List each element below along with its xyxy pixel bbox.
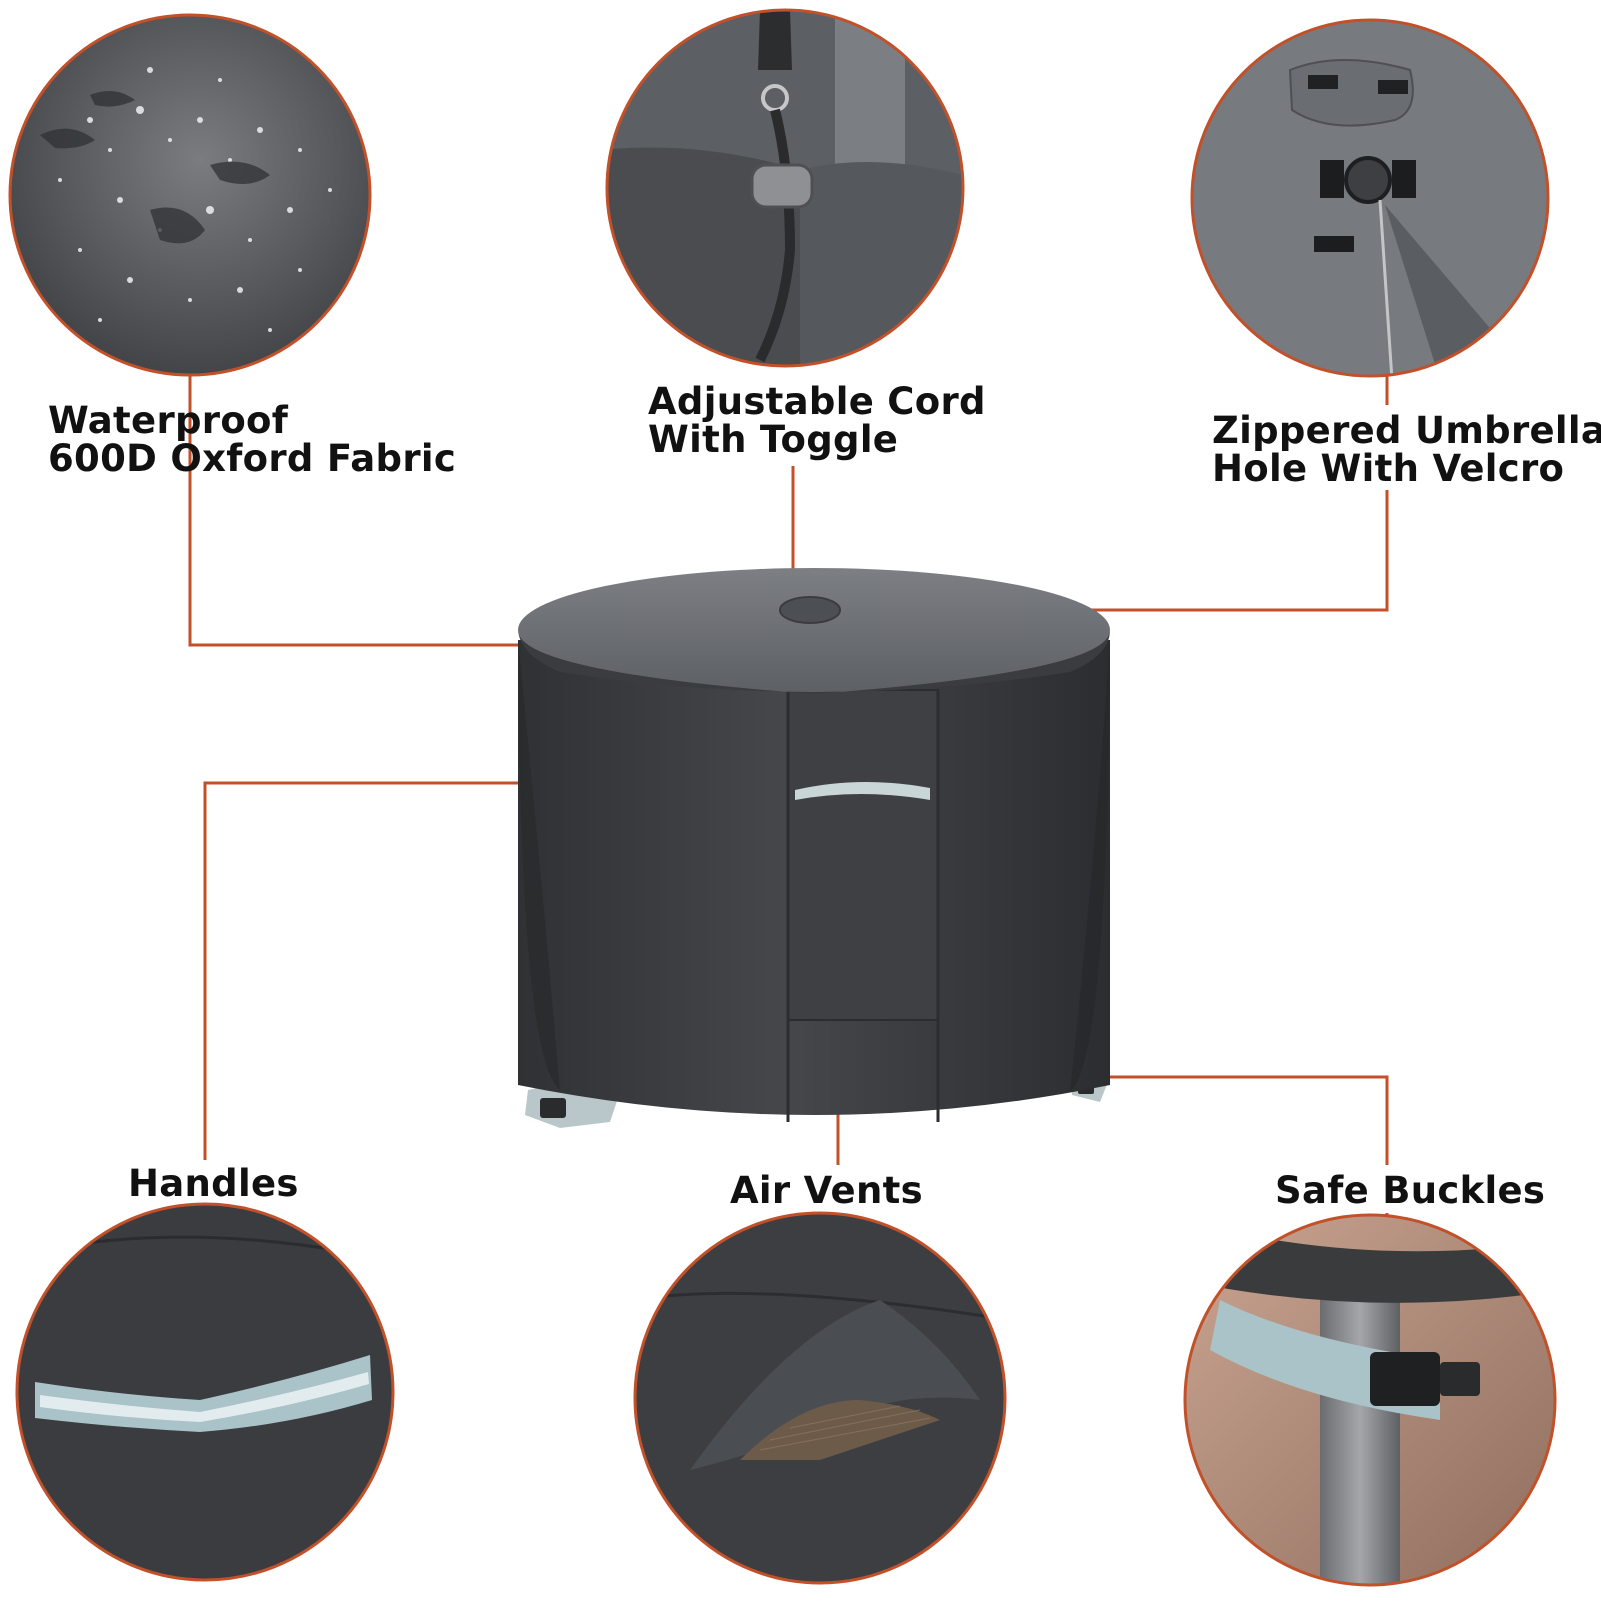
feature-label-line: Safe Buckles bbox=[1275, 1169, 1546, 1212]
round-table-cover bbox=[518, 568, 1110, 1128]
air-vent-icon bbox=[635, 1213, 1005, 1583]
feature-label-waterproof: Waterproof 600D Oxford Fabric bbox=[48, 402, 456, 478]
feature-label-zippered-hole: Zippered Umbrella Hole With Velcro bbox=[1212, 412, 1601, 488]
feature-label-adjustable-cord: Adjustable Cord With Toggle bbox=[648, 383, 986, 459]
feature-label-air-vents: Air Vents bbox=[730, 1172, 923, 1210]
cord-toggle-icon bbox=[607, 10, 963, 366]
handle-strap-icon bbox=[17, 1204, 393, 1580]
feature-label-line: With Toggle bbox=[648, 418, 899, 461]
feature-label-line: Hole With Velcro bbox=[1212, 447, 1565, 490]
zipper-hole-icon bbox=[1192, 20, 1548, 376]
feature-label-line: Air Vents bbox=[730, 1169, 923, 1212]
feature-label-line: Handles bbox=[128, 1162, 299, 1205]
feature-label-line: Zippered Umbrella bbox=[1212, 409, 1601, 452]
feature-label-handles: Handles bbox=[128, 1165, 299, 1203]
buckle-straps bbox=[525, 1070, 1108, 1128]
feature-label-safe-buckles: Safe Buckles bbox=[1275, 1172, 1545, 1210]
water-droplets-icon bbox=[10, 15, 370, 375]
feature-label-line: 600D Oxford Fabric bbox=[48, 437, 457, 480]
feature-label-line: Waterproof bbox=[48, 399, 289, 442]
feature-label-line: Adjustable Cord bbox=[648, 380, 986, 423]
buckle-icon bbox=[1185, 1215, 1555, 1585]
